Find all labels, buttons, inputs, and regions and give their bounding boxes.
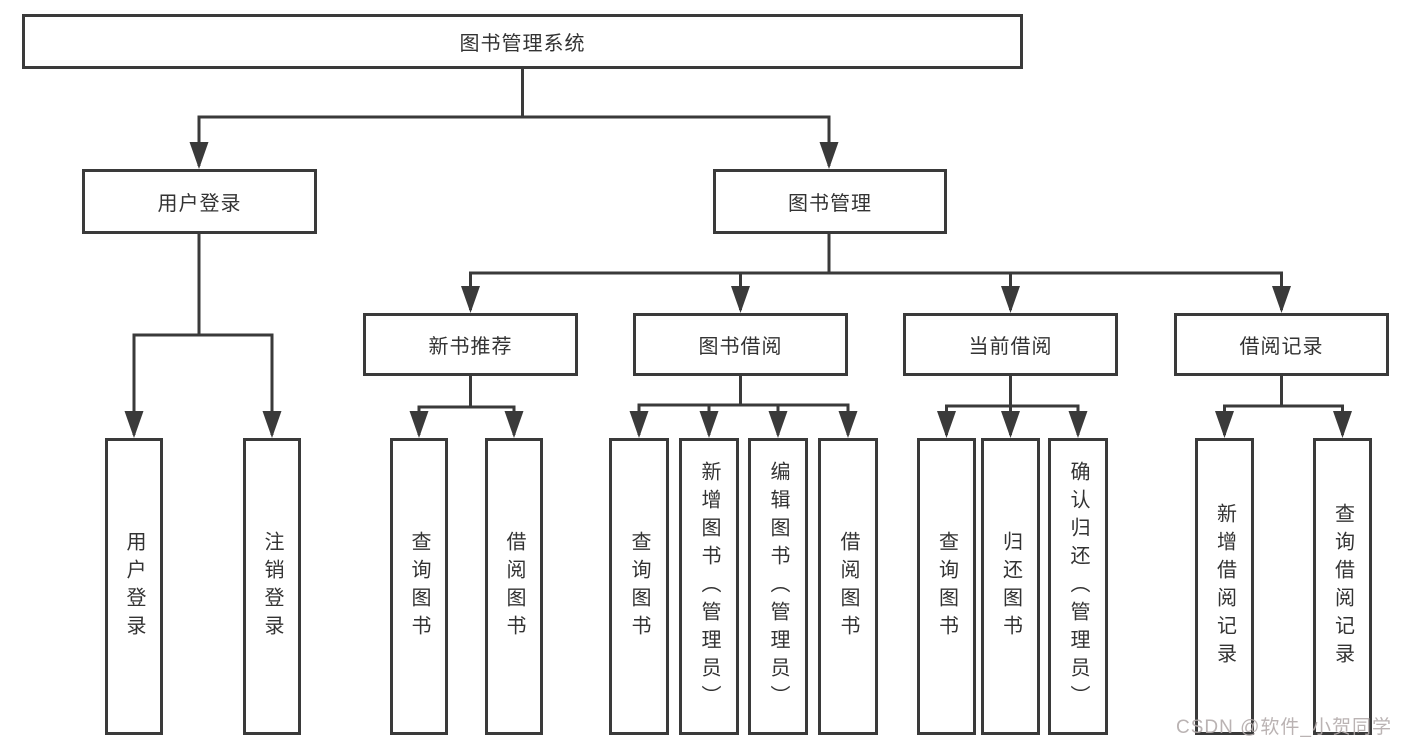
leaf-logout: 注销登录 (243, 438, 301, 735)
leaf-confirm-return-admin: 确认归还（管理员） (1048, 438, 1108, 735)
node-user-login: 用户登录 (82, 169, 317, 234)
node-label: 查询图书 (408, 530, 430, 643)
csdn-watermark: CSDN @软件_小贺同学 (1176, 717, 1392, 738)
node-book-management: 图书管理 (713, 169, 947, 234)
node-label: 图书管理系统 (459, 33, 586, 55)
node-label: 编辑图书（管理员） (767, 460, 789, 713)
node-label: 用户登录 (157, 193, 242, 215)
node-label: 借阅图书 (837, 530, 859, 643)
node-label: 当前借阅 (968, 336, 1053, 358)
leaf-edit-book-admin: 编辑图书（管理员） (748, 438, 808, 735)
node-label: 图书借阅 (698, 336, 783, 358)
node-current-borrowing: 当前借阅 (903, 313, 1118, 376)
node-label: 借阅图书 (503, 530, 525, 643)
node-label: 查询借阅记录 (1331, 502, 1354, 671)
node-label: 查询图书 (628, 530, 650, 643)
node-borrowing-records: 借阅记录 (1174, 313, 1389, 376)
leaf-query-books-current: 查询图书 (917, 438, 976, 735)
node-label: 注销登录 (261, 530, 283, 643)
node-label: 新增图书（管理员） (698, 460, 720, 713)
node-label: 归还图书 (999, 530, 1022, 643)
node-new-book-recommendation: 新书推荐 (363, 313, 578, 376)
node-library-management-system: 图书管理系统 (22, 14, 1023, 69)
leaf-query-books-recommend: 查询图书 (390, 438, 448, 735)
node-label: 确认归还（管理员） (1067, 460, 1089, 713)
node-label: 新增借阅记录 (1213, 502, 1236, 671)
leaf-borrow-books: 借阅图书 (818, 438, 878, 735)
node-book-borrowing: 图书借阅 (633, 313, 848, 376)
node-label: 查询图书 (935, 530, 958, 643)
node-label: 图书管理 (788, 193, 872, 215)
leaf-query-borrow-record: 查询借阅记录 (1313, 438, 1372, 735)
node-label: 用户登录 (123, 530, 145, 643)
leaf-return-books: 归还图书 (981, 438, 1040, 735)
node-label: 借阅记录 (1239, 336, 1324, 358)
node-label: 新书推荐 (428, 336, 513, 358)
leaf-user-login: 用户登录 (105, 438, 163, 735)
leaf-query-books-borrowing: 查询图书 (609, 438, 669, 735)
leaf-add-borrow-record: 新增借阅记录 (1195, 438, 1254, 735)
leaf-borrow-books-recommend: 借阅图书 (485, 438, 543, 735)
leaf-add-book-admin: 新增图书（管理员） (679, 438, 739, 735)
